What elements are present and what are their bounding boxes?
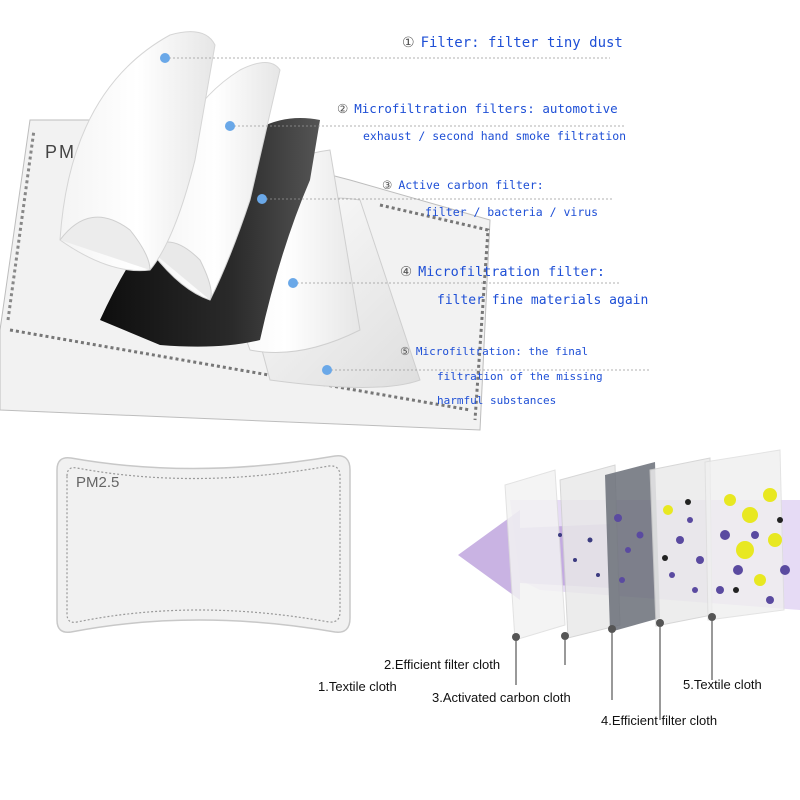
particle-dot bbox=[587, 537, 593, 543]
callout-3-line2: filter / bacteria / virus bbox=[425, 205, 599, 219]
particle-dot bbox=[573, 558, 577, 562]
particle-dot bbox=[768, 533, 782, 547]
particle-dot bbox=[754, 574, 766, 586]
peeled-filter-sheets bbox=[0, 31, 650, 431]
layer-flow-diagram bbox=[458, 449, 800, 720]
layer-panel-3-carbon bbox=[605, 462, 660, 632]
particle-dot bbox=[766, 596, 774, 604]
callout-2-line2: exhaust / second hand smoke filtration bbox=[363, 129, 627, 143]
particle-dot bbox=[716, 586, 724, 594]
layer-pointers bbox=[512, 613, 716, 641]
particle-dot bbox=[636, 531, 644, 539]
particle-dot bbox=[676, 536, 684, 544]
filter-sheet-1 bbox=[59, 31, 216, 272]
particle-dot bbox=[692, 587, 698, 593]
particle-dot bbox=[742, 507, 758, 523]
particle-dot bbox=[669, 572, 675, 578]
callout-5-line3: harmful substances bbox=[437, 394, 557, 407]
callout-dots bbox=[160, 53, 332, 375]
particle-dot bbox=[625, 547, 631, 553]
particle-dot bbox=[733, 587, 739, 593]
particle-dot bbox=[614, 514, 622, 522]
particle-dot bbox=[724, 494, 736, 506]
layer-label-3: 3.Activated carbon cloth bbox=[432, 690, 571, 705]
particle-dot bbox=[736, 541, 754, 559]
particle-dot bbox=[687, 517, 693, 523]
callout-lines bbox=[165, 57, 650, 371]
particle-dot bbox=[696, 556, 704, 564]
particle-dot bbox=[733, 565, 743, 575]
particle-dot bbox=[596, 573, 600, 577]
particle-dot bbox=[685, 499, 691, 505]
callout-5-line2: filtration of the missing bbox=[437, 370, 603, 383]
particle-dot bbox=[780, 565, 790, 575]
pm25-filter-pad bbox=[56, 455, 351, 633]
particle-dot bbox=[763, 488, 777, 502]
particle-dot bbox=[619, 577, 625, 583]
layer-label-1: 1.Textile cloth bbox=[318, 679, 397, 694]
particle-dot bbox=[777, 517, 783, 523]
pm-label-top: PM bbox=[45, 142, 76, 162]
callout-4-line2: filter fine materials again bbox=[437, 293, 649, 308]
particle-dot bbox=[662, 555, 668, 561]
layer-panel-1 bbox=[504, 469, 566, 641]
layer-label-2: 2.Efficient filter cloth bbox=[384, 657, 501, 672]
particle-dot bbox=[663, 505, 673, 515]
layer-label-4: 4.Efficient filter cloth bbox=[601, 713, 718, 728]
particle-dot bbox=[720, 530, 730, 540]
particle-dot bbox=[751, 531, 759, 539]
layer-label-5: 5.Textile cloth bbox=[683, 677, 762, 692]
particle-dot bbox=[558, 533, 562, 537]
pm25-label: PM2.5 bbox=[76, 474, 120, 491]
layer-leader-lines bbox=[515, 621, 713, 720]
